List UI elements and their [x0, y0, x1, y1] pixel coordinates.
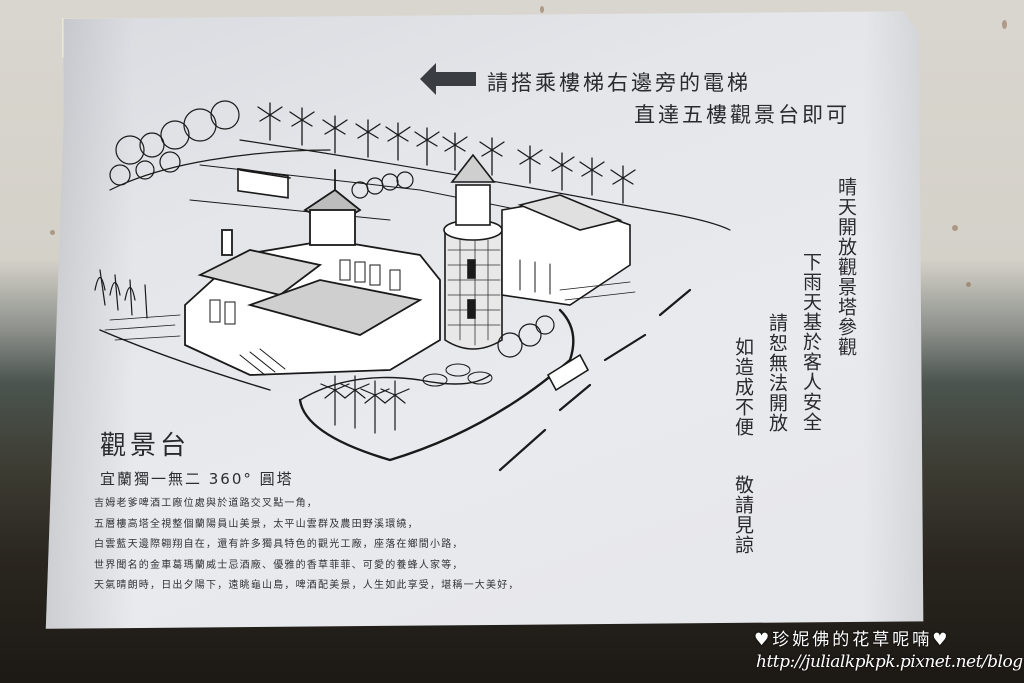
notice-column-1: 晴天開放觀景塔參觀: [835, 177, 857, 357]
brewery-building: [184, 169, 441, 376]
left-arrow-icon: [420, 63, 476, 95]
left-trees: [94, 269, 271, 391]
lawn-hatching: [104, 281, 636, 341]
hedge-line: [239, 139, 731, 231]
notice-column-3: 請恕無法開放: [766, 313, 788, 433]
bus-icon: [237, 167, 291, 199]
palm-tree-row-icon: [257, 102, 636, 204]
wall-stain: [540, 6, 544, 13]
description-title: 觀景台: [100, 431, 191, 461]
watermark-url: http://julialkpkpk.pixnet.net/blog: [756, 652, 1023, 672]
wall-stain: [966, 282, 971, 287]
notice-column-5: 敬請見諒: [732, 475, 754, 555]
description-line: 五層樓高塔全視整個蘭陽員山美景，太平山雲群及農田野溪環繞，: [94, 518, 419, 530]
stone-tower: [443, 153, 503, 350]
garden-island: [298, 308, 575, 462]
direction-text-line1: 請搭乘樓梯右邊旁的電梯: [487, 71, 751, 95]
road-dashes: [498, 288, 692, 472]
notice-column-4: 如造成不便: [732, 337, 754, 437]
watermark-name: ♥珍妮佛的花草呢喃♥: [754, 630, 951, 650]
vertical-notice: 晴天開放觀景塔參觀 下雨天基於客人安全 請恕無法開放 如造成不便 敬請見諒: [730, 177, 870, 600]
truck-icon: [546, 353, 590, 392]
description-line: 天氣晴朗時，日出夕陽下，遠眺龜山島，啤酒配美景，人生如此享受，堪稱一大美好，: [94, 580, 520, 591]
description-line: 吉姆老爹啤酒工廠位處與於道路交叉點一角，: [94, 498, 318, 509]
wall-stain: [50, 230, 55, 235]
tree-cluster-icon: [109, 100, 331, 191]
description-line: 白雲藍天邊際翱翔自在，還有許多獨具特色的觀光工廠，座落在鄉間小路，: [94, 539, 464, 550]
brewery-illustration: [94, 100, 731, 472]
wall-stain: [952, 225, 958, 231]
description-subtitle: 宜蘭獨一無二 360° 圓塔: [100, 470, 294, 488]
description-line: 世界聞名的金車葛瑪蘭威士忌酒廠、優雅的香草菲菲、可愛的養蜂人家等，: [94, 559, 464, 571]
notice-column-2: 下雨天基於客人安全: [800, 252, 822, 432]
right-wing-building: [501, 194, 631, 306]
direction-text-line2: 直達五樓觀景台即可: [634, 103, 850, 127]
wall-stain: [1002, 20, 1007, 29]
shrubs: [351, 171, 555, 358]
description-body: 吉姆老爹啤酒工廠位處與於道路交叉點一角， 五層樓高塔全視整個蘭陽員山美景，太平山…: [94, 494, 574, 597]
